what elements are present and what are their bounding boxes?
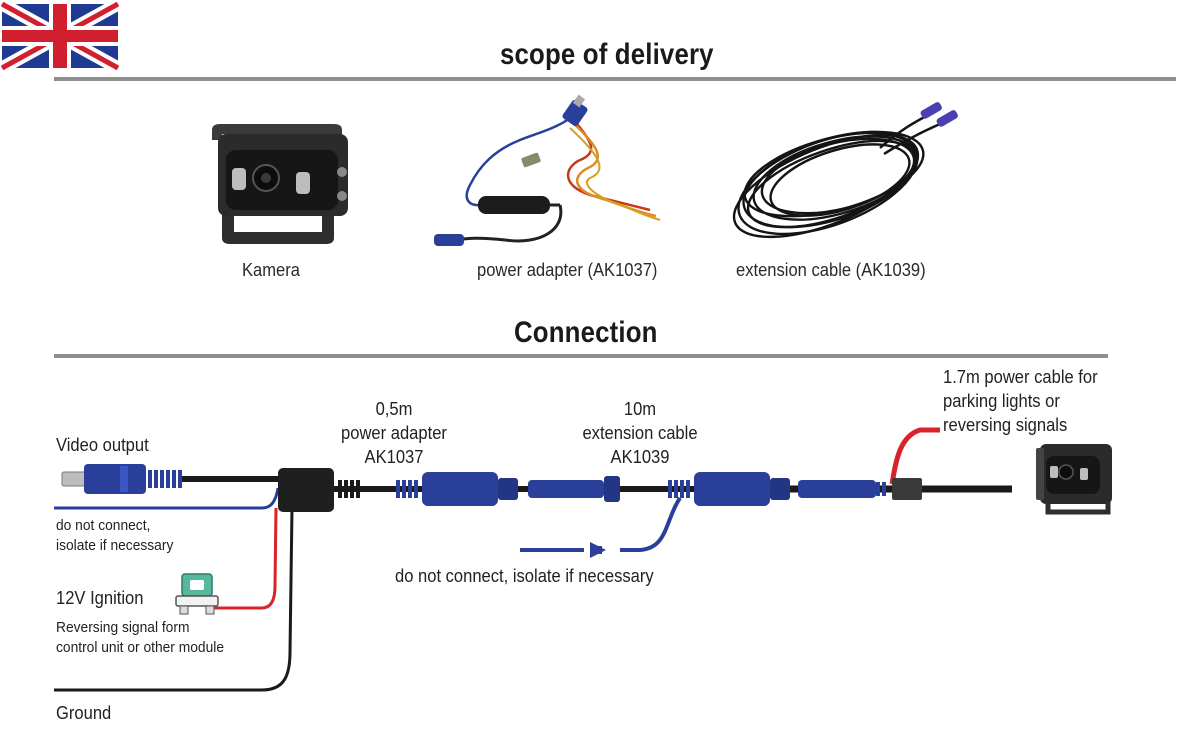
label-adapter-name: power adapter bbox=[341, 423, 447, 443]
label-power-cable-3: reversing signals bbox=[943, 415, 1068, 435]
label-power-cable-1: 1.7m power cable for bbox=[943, 367, 1098, 387]
label-extension-code: AK1039 bbox=[610, 447, 670, 467]
label-ignition: 12V Ignition bbox=[56, 588, 144, 608]
blue-wire-left bbox=[54, 487, 280, 510]
label-extension-length: 10m bbox=[623, 399, 657, 419]
connection-rule bbox=[54, 354, 1108, 358]
label-adapter-length: 0,5m bbox=[375, 399, 413, 419]
connection-heading: Connection bbox=[514, 316, 658, 349]
label-ground: Ground bbox=[56, 703, 112, 723]
product-caption-camera: Kamera bbox=[242, 260, 300, 280]
label-do-not-connect-center: do not connect, isolate if necessary bbox=[395, 566, 654, 586]
label-do-not-connect-left-1: do not connect, bbox=[56, 517, 151, 534]
label-video-output: Video output bbox=[56, 435, 149, 455]
label-extension-name: extension cable bbox=[582, 423, 698, 443]
scope-rule bbox=[54, 77, 1176, 81]
label-reversing-2: control unit or other module bbox=[56, 639, 225, 656]
label-adapter-code: AK1037 bbox=[364, 447, 424, 467]
product-caption-extension: extension cable (AK1039) bbox=[736, 260, 926, 280]
label-do-not-connect-left-2: isolate if necessary bbox=[56, 537, 174, 554]
label-reversing-1: Reversing signal form bbox=[56, 619, 190, 636]
camera-small-icon bbox=[1036, 444, 1112, 515]
fuse-icon bbox=[175, 573, 219, 615]
scope-heading: scope of delivery bbox=[500, 38, 714, 71]
label-power-cable-2: parking lights or bbox=[943, 391, 1060, 411]
red-wire-power-cable bbox=[889, 427, 940, 485]
blue-wire-extension bbox=[620, 496, 682, 552]
product-caption-adapter: power adapter (AK1037) bbox=[477, 260, 658, 280]
red-wire-ignition bbox=[214, 507, 278, 610]
